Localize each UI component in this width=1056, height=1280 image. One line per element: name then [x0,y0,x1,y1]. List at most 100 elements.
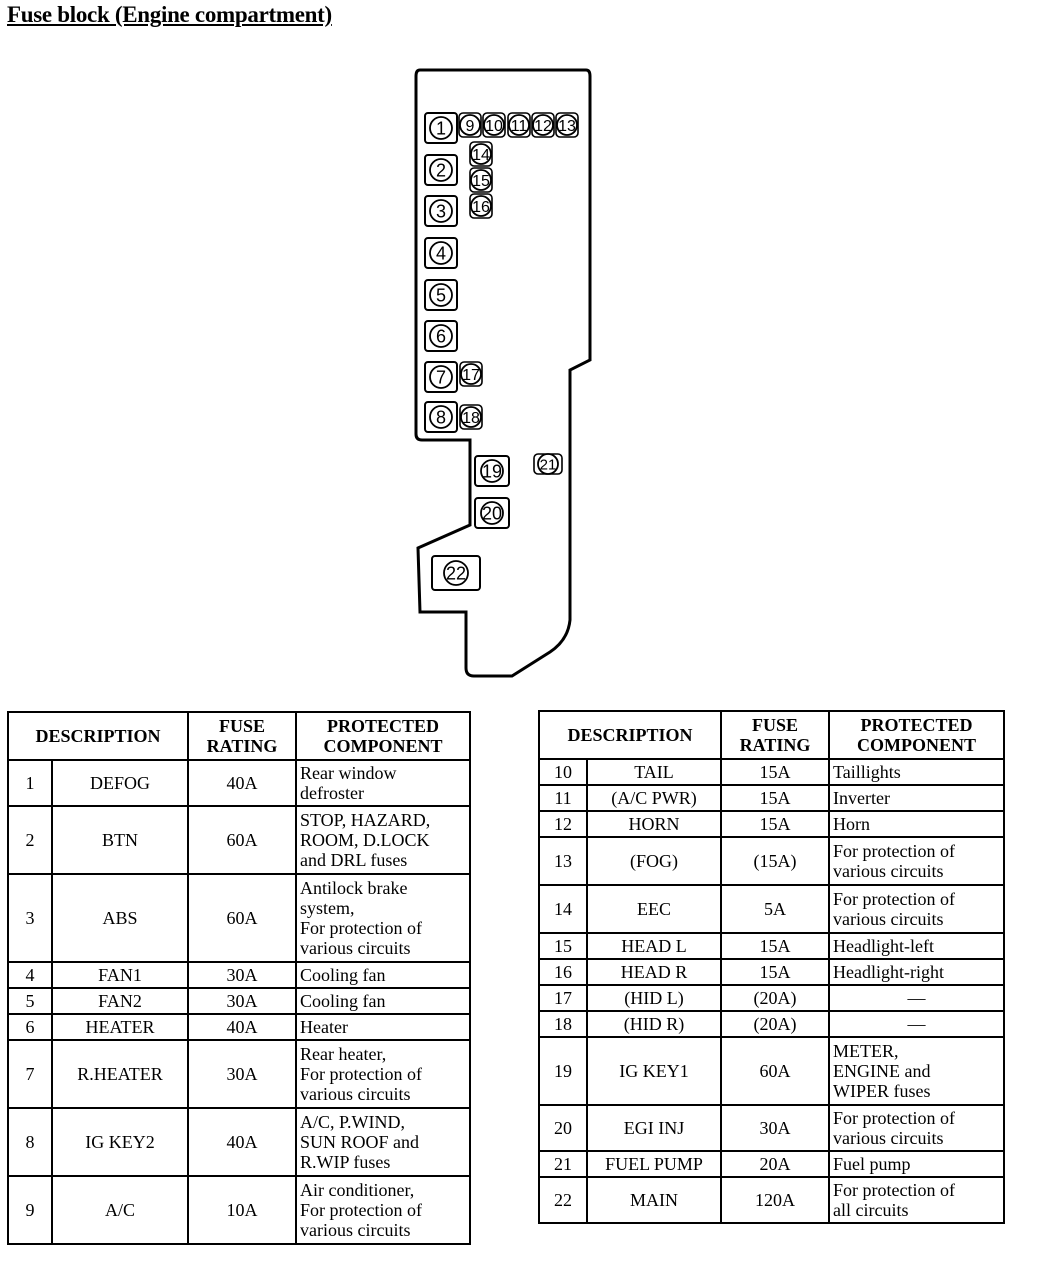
fuse-description: DEFOG [51,759,189,807]
fuse-number: 9 [7,1175,53,1245]
protected-component: For protection of all circuits [828,1176,1005,1224]
fuse-rating: (20A) [720,1010,830,1038]
fuse-6: 6 [424,320,458,352]
fuse-14: 14 [469,141,493,167]
fuse-rating: 20A [720,1150,830,1178]
table-row: 17(HID L)(20A)— [538,984,1005,1012]
header-description: DESCRIPTION [538,710,722,760]
fuse-rating: 40A [187,1013,297,1041]
fuse-description: FUEL PUMP [586,1150,722,1178]
fuse-number: 11 [538,784,588,812]
header-protected-component: PROTECTED COMPONENT [828,710,1005,760]
header-protected-component: PROTECTED COMPONENT [295,711,471,761]
fuse-number: 8 [7,1107,53,1177]
protected-component: Cooling fan [295,987,471,1015]
protected-component: Heater [295,1013,471,1041]
fuse-number: 6 [7,1013,53,1041]
fuse-description: (HID R) [586,1010,722,1038]
fuse-5: 5 [424,279,458,311]
fuse-22: 22 [431,555,481,591]
fuse-rating: 30A [187,961,297,989]
fuse-number: 17 [538,984,588,1012]
fuse-rating: 30A [187,987,297,1015]
fuse-number: 5 [7,987,53,1015]
fuse-label: 14 [472,147,490,164]
protected-component: METER, ENGINE and WIPER fuses [828,1036,1005,1106]
fuse-rating: (15A) [720,836,830,886]
fuse-label: 2 [436,160,446,180]
fuse-label: 17 [462,367,480,384]
fuse-description: A/C [51,1175,189,1245]
fuse-number: 19 [538,1036,588,1106]
fuse-number: 2 [7,805,53,875]
fuse-rating: 15A [720,932,830,960]
fuse-label: 12 [534,118,552,135]
protected-component: A/C, P.WIND, SUN ROOF and R.WIP fuses [295,1107,471,1177]
fuse-number: 21 [538,1150,588,1178]
fuse-number: 4 [7,961,53,989]
fuse-number: 3 [7,873,53,963]
fuse-table-left: DESCRIPTION FUSE RATING PROTECTED COMPON… [7,711,471,1245]
fuse-label: 4 [436,243,446,263]
fuse-description: HEAD R [586,958,722,986]
fuse-number: 18 [538,1010,588,1038]
protected-component: Antilock brake system, For protection of… [295,873,471,963]
protected-component: STOP, HAZARD, ROOM, D.LOCK and DRL fuses [295,805,471,875]
protected-component: Headlight-left [828,932,1005,960]
fuse-20: 20 [474,497,510,529]
fuse-rating: 60A [187,805,297,875]
protected-component: Fuel pump [828,1150,1005,1178]
header-fuse-rating: FUSE RATING [187,711,297,761]
fuse-number: 22 [538,1176,588,1224]
fuse-description: HORN [586,810,722,838]
fuse-17: 17 [459,361,483,387]
fuse-number: 10 [538,758,588,786]
protected-component: Inverter [828,784,1005,812]
fuse-rating: 60A [187,873,297,963]
fuse-1: 1 [424,112,458,144]
fuse-label: 9 [466,118,475,135]
fuse-label: 10 [485,118,503,135]
fuse-2: 2 [424,154,458,186]
fuse-rating: 15A [720,810,830,838]
fuse-19: 19 [474,455,510,487]
fuse-number: 15 [538,932,588,960]
fuse-description: FAN2 [51,987,189,1015]
fuse-label: 8 [436,407,446,427]
protected-component: Taillights [828,758,1005,786]
fuse-number: 20 [538,1104,588,1152]
fuse-description: (HID L) [586,984,722,1012]
protected-component: Headlight-right [828,958,1005,986]
fuse-description: HEATER [51,1013,189,1041]
fuse-18: 18 [459,404,483,430]
protected-component: Air conditioner, For protection of vario… [295,1175,471,1245]
fuse-11: 11 [507,112,531,138]
fuse-label: 5 [436,285,446,305]
fuse-rating: 60A [720,1036,830,1106]
fuse-description: EEC [586,884,722,934]
fuse-description: (A/C PWR) [586,784,722,812]
table-row: 18(HID R)(20A)— [538,1010,1005,1038]
fuse-description: IG KEY2 [51,1107,189,1177]
fuse-12: 12 [531,112,555,138]
fuse-label: 15 [472,173,490,190]
fuse-rating: 15A [720,958,830,986]
fuse-label: 13 [558,118,576,135]
fuse-label: 3 [436,201,446,221]
fuse-label: 1 [436,118,446,138]
fuse-13: 13 [555,112,579,138]
fuse-rating: 15A [720,784,830,812]
fuse-label: 19 [482,461,502,481]
